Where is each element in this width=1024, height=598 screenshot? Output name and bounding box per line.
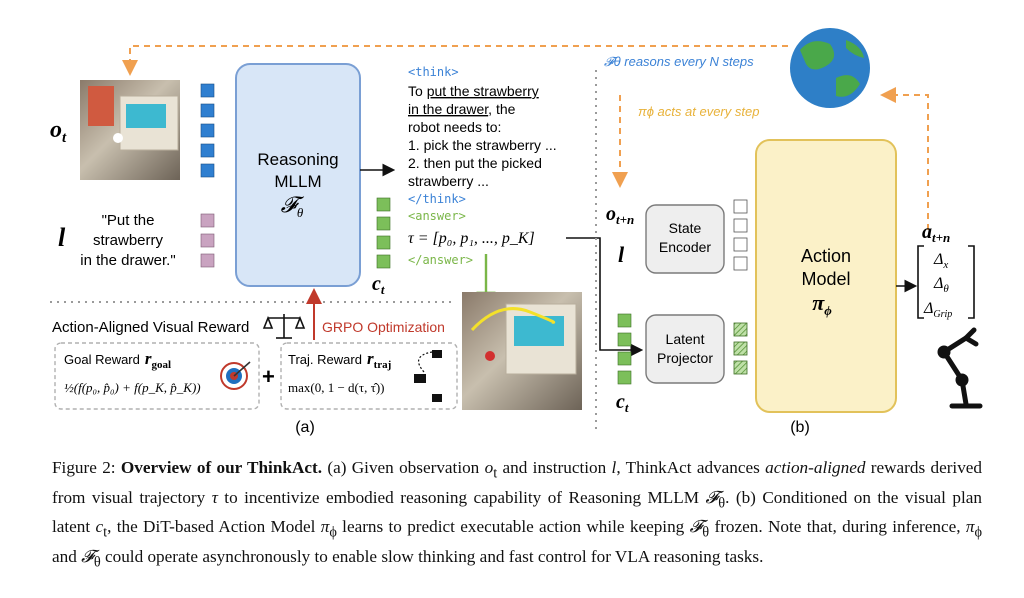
otn-label: ot+n: [606, 203, 634, 227]
observation-image: [80, 80, 180, 180]
panel-b-label: (b): [790, 419, 810, 436]
think-line-5: 2. then put the picked: [408, 155, 542, 171]
right-loop-arrow: [880, 87, 929, 230]
latent-tokens: [733, 322, 748, 375]
instruction-line-3: in the drawer.": [80, 252, 175, 269]
think-close-tag: </think>: [408, 192, 466, 206]
reward-title: Action-Aligned Visual Reward: [52, 319, 249, 336]
plus-sign: +: [262, 364, 275, 389]
instruction-line-2: strawberry: [93, 232, 164, 249]
traj-formula: max(0, 1 − d(τ, τ̂)): [288, 380, 384, 395]
observation-tokens: [200, 83, 215, 178]
state-tokens: [733, 199, 748, 271]
think-line-6: strawberry ...: [408, 173, 489, 189]
traj-reward-box: [280, 342, 458, 410]
ct-tokens: [376, 197, 391, 269]
delta-theta: Δθ: [933, 275, 949, 295]
figure-canvas: ot l "Put the strawberry in the drawer."…: [50, 28, 983, 436]
l-label: l: [58, 223, 66, 252]
grpo-label: GRPO Optimization: [322, 319, 445, 335]
answer-open-tag: <answer>: [408, 209, 466, 223]
state-encoder-line1: State: [669, 220, 702, 236]
instruction-line-1: "Put the: [102, 212, 155, 229]
tau-to-projector-arrow: [566, 237, 644, 357]
think-line-1: To put the strawberry: [408, 83, 539, 99]
robot-arm-icon: [937, 327, 983, 409]
latent-projector-line1: Latent: [666, 331, 705, 347]
acts-note: πϕ acts at every step: [638, 104, 759, 119]
goal-formula: ½(f(p₀, p̂₀) + f(p_K, p̂_K)): [64, 380, 201, 395]
ct-label: ct: [372, 273, 385, 297]
atn-label: at+n: [922, 221, 950, 245]
balance-scale-icon: [262, 314, 306, 339]
goal-reward-box: [54, 342, 260, 410]
tau-formula: τ = [p₀, p₁, ..., p_K]: [408, 230, 535, 247]
action-vector-brackets: [917, 245, 975, 319]
top-loop-arrow: [122, 45, 788, 76]
think-line-3: robot needs to:: [408, 119, 501, 135]
reasons-note: 𝓕θ reasons every N steps: [604, 54, 754, 69]
reasoning-mllm-line2: MLLM: [274, 172, 321, 191]
trajectory-image: [462, 292, 582, 410]
reasoning-mllm-line1: Reasoning: [257, 150, 338, 169]
panel-a-label: (a): [295, 419, 315, 436]
answer-close-tag: </answer>: [408, 253, 473, 267]
action-model-line1: Action: [801, 246, 851, 266]
think-line-2: in the drawer, the: [408, 101, 516, 117]
action-model-symbol: πϕ: [812, 290, 832, 318]
action-model-line2: Model: [801, 269, 850, 289]
l2-label: l: [618, 242, 625, 267]
delta-x: Δx: [933, 251, 948, 271]
reasoning-mllm-symbol: 𝓕θ: [281, 192, 305, 220]
reasoning-mllm-box: [235, 63, 361, 287]
action-model-box: [755, 139, 897, 413]
ct2-label: ct: [616, 391, 629, 415]
state-encoder-line2: Encoder: [659, 239, 711, 255]
state-encoder-box: [645, 204, 725, 274]
target-icon: [220, 361, 251, 390]
gripper-trajectory-icon: [414, 350, 442, 402]
latent-projector-box: [645, 314, 725, 384]
earth-icon: [790, 28, 870, 108]
ot-label: ot: [50, 117, 67, 146]
figure-caption: Figure 2: Overview of our ThinkAct. (a) …: [52, 458, 983, 571]
delta-grip: ΔGrip: [923, 300, 952, 320]
latent-projector-line2: Projector: [657, 350, 713, 366]
think-open-tag: <think>: [408, 65, 459, 79]
instruction-tokens: [200, 213, 215, 268]
ct2-tokens: [617, 313, 632, 385]
think-line-4: 1. pick the strawberry ...: [408, 137, 557, 153]
